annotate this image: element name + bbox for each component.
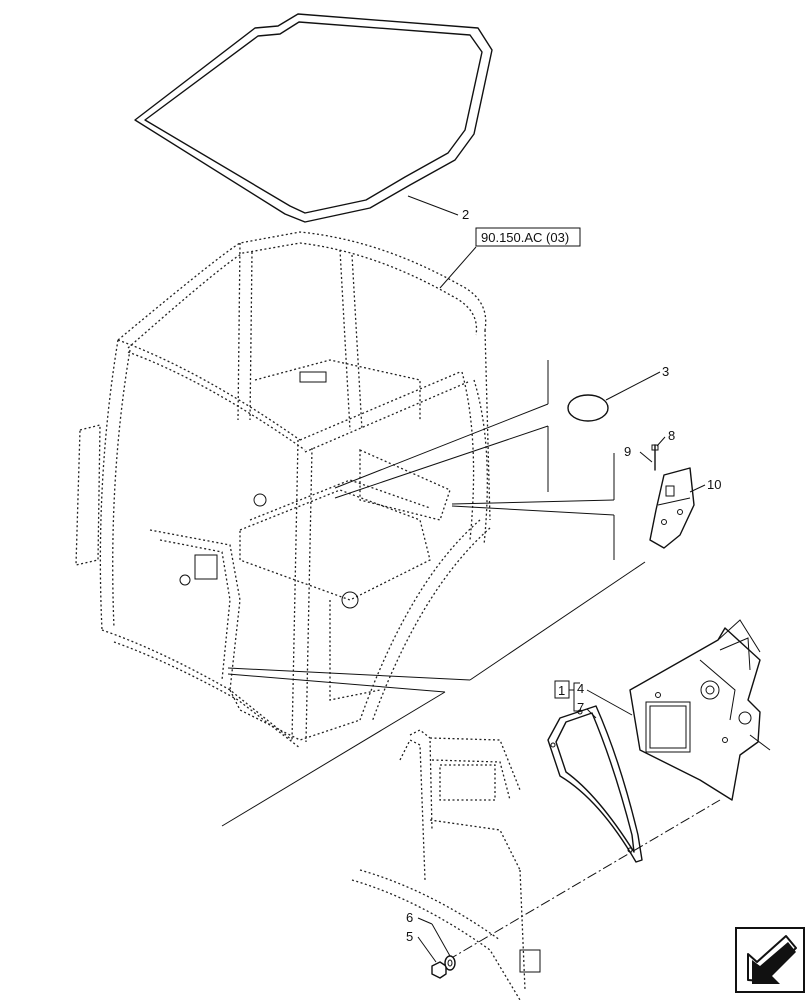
callout-8: 8 — [668, 428, 675, 443]
cab-frame — [75, 231, 491, 749]
callout-6: 6 — [406, 910, 413, 925]
callout-5: 5 — [406, 929, 413, 944]
separator-line-lower — [221, 691, 446, 827]
panel-leader-b — [227, 673, 446, 693]
panel-leader — [227, 667, 471, 681]
callout-2: 2 — [462, 207, 469, 222]
reference-leader — [439, 246, 477, 289]
bracket-leader-d — [451, 505, 615, 516]
arrow-left-down-icon[interactable] — [735, 927, 805, 993]
callout-leader-4 — [586, 689, 633, 716]
cab-detail-leader-d — [334, 425, 549, 499]
screw-part — [651, 444, 659, 471]
callout-4: 4 — [577, 681, 584, 696]
callout-leader-6 — [417, 917, 433, 925]
callout-leader-8 — [656, 436, 666, 447]
callout-leader-10 — [689, 484, 706, 493]
panel-gasket-part — [547, 705, 643, 863]
bracket-part — [649, 467, 695, 549]
cab-detail-leader-b — [334, 403, 549, 489]
bracket-leader-b — [451, 499, 615, 505]
washer-part — [444, 955, 456, 971]
separator-line-upper — [469, 561, 646, 681]
callout-leader-5 — [417, 936, 437, 963]
callout-10: 10 — [707, 477, 721, 492]
callout-leader-2 — [407, 195, 459, 216]
plug-part — [567, 394, 609, 422]
callout-7: 7 — [577, 700, 584, 715]
nut-part — [431, 961, 447, 979]
callout-9: 9 — [624, 444, 631, 459]
callout-leader-3 — [605, 371, 661, 401]
callout-1: 1 — [558, 683, 565, 698]
reference-label: 90.150.AC (03) — [481, 230, 569, 245]
door-frame-detail — [351, 729, 541, 1000]
callout-leader-6b — [431, 923, 451, 957]
callout-leader-9 — [639, 451, 653, 463]
reference-box — [475, 227, 581, 247]
callout-3: 3 — [662, 364, 669, 379]
mounting-panel-part — [629, 619, 771, 801]
roof-seal-part — [134, 13, 493, 223]
group-bracket — [569, 682, 580, 712]
callout-leader-7 — [586, 708, 597, 719]
alignment-centerline — [447, 799, 721, 961]
